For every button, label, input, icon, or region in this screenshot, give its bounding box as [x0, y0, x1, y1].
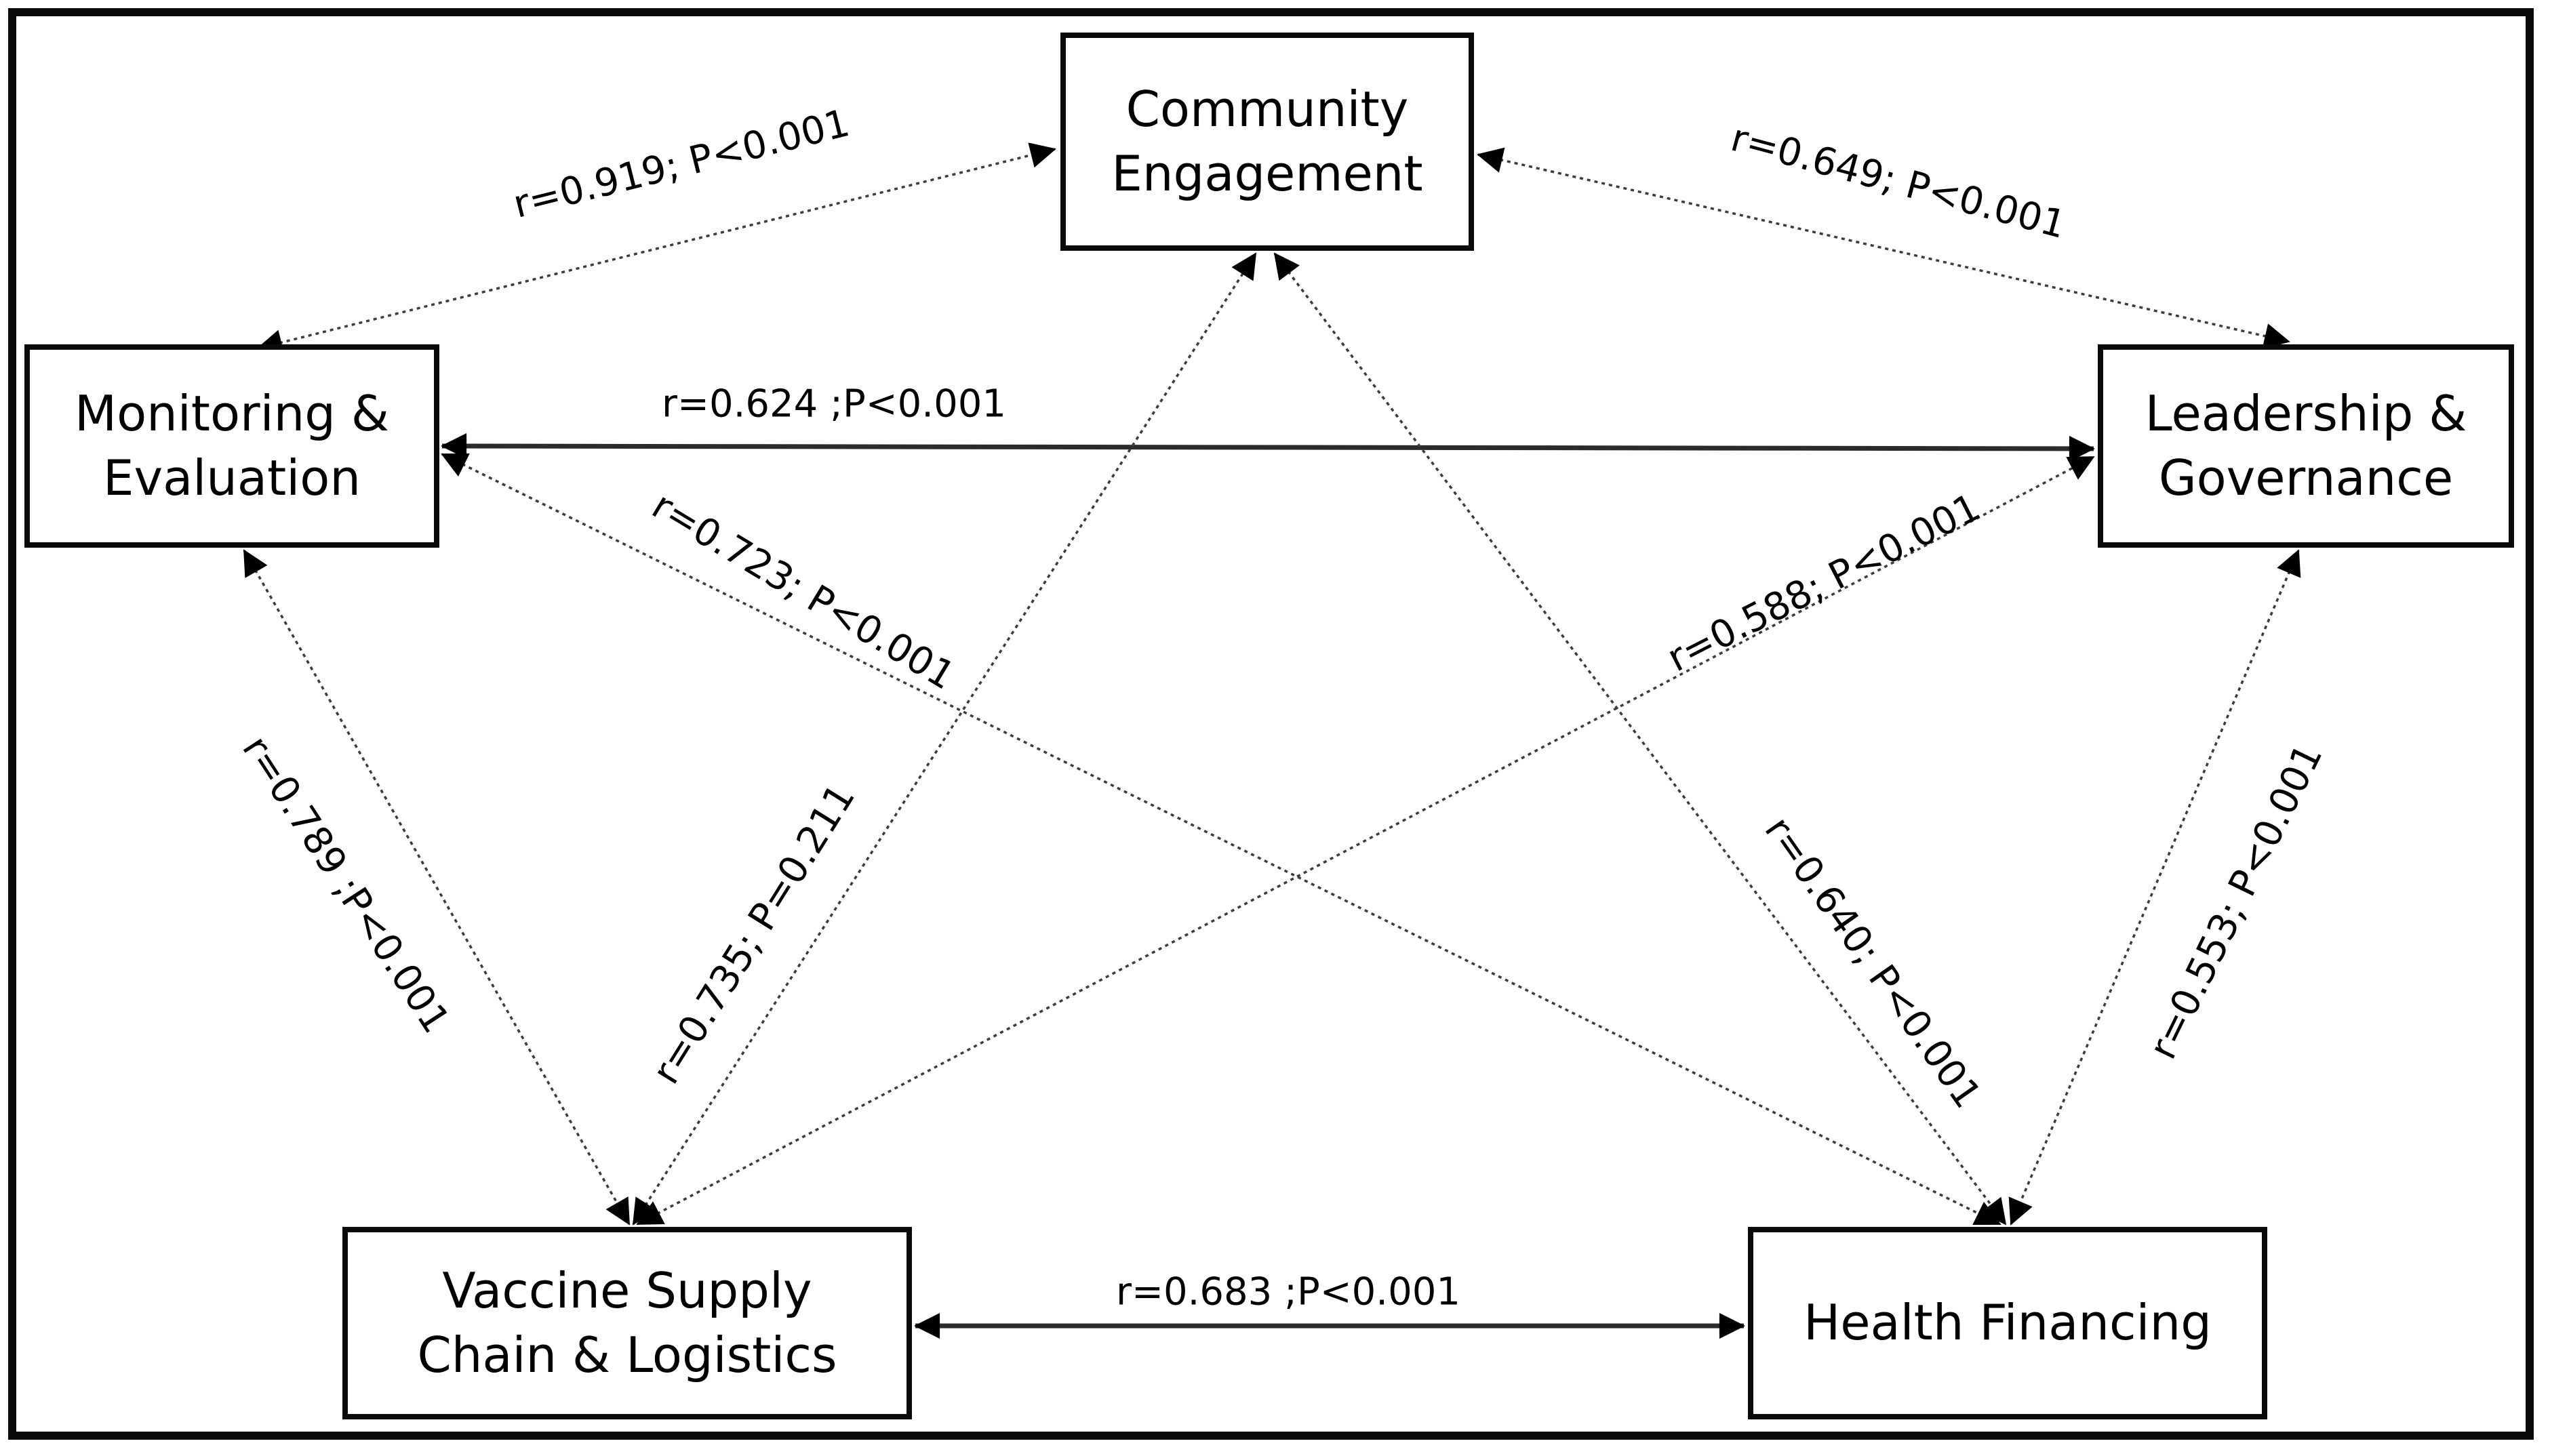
edge-line-lg-hf — [2008, 549, 2301, 1226]
edge-line-me-ce — [256, 142, 1056, 355]
edge-line-me-vs — [243, 549, 631, 1226]
node-health-financing: Health Financing — [1748, 1227, 2267, 1419]
node-leadership-governance: Leadership & Governance — [2098, 344, 2514, 548]
node-vaccine-supply-chain-logistics: Vaccine Supply Chain & Logistics — [342, 1227, 912, 1419]
edge-label-me-lg: r=0.624 ;P<0.001 — [662, 382, 1006, 426]
figure-border — [8, 8, 2534, 1440]
node-community-engagement: Community Engagement — [1060, 33, 1474, 251]
edge-label-vs-hf: r=0.683 ;P<0.001 — [1116, 1270, 1460, 1314]
edge-line-vs-ce — [632, 252, 1257, 1226]
node-monitoring-evaluation: Monitoring & Evaluation — [24, 344, 439, 548]
edge-line-ce-hf — [1273, 252, 2007, 1226]
